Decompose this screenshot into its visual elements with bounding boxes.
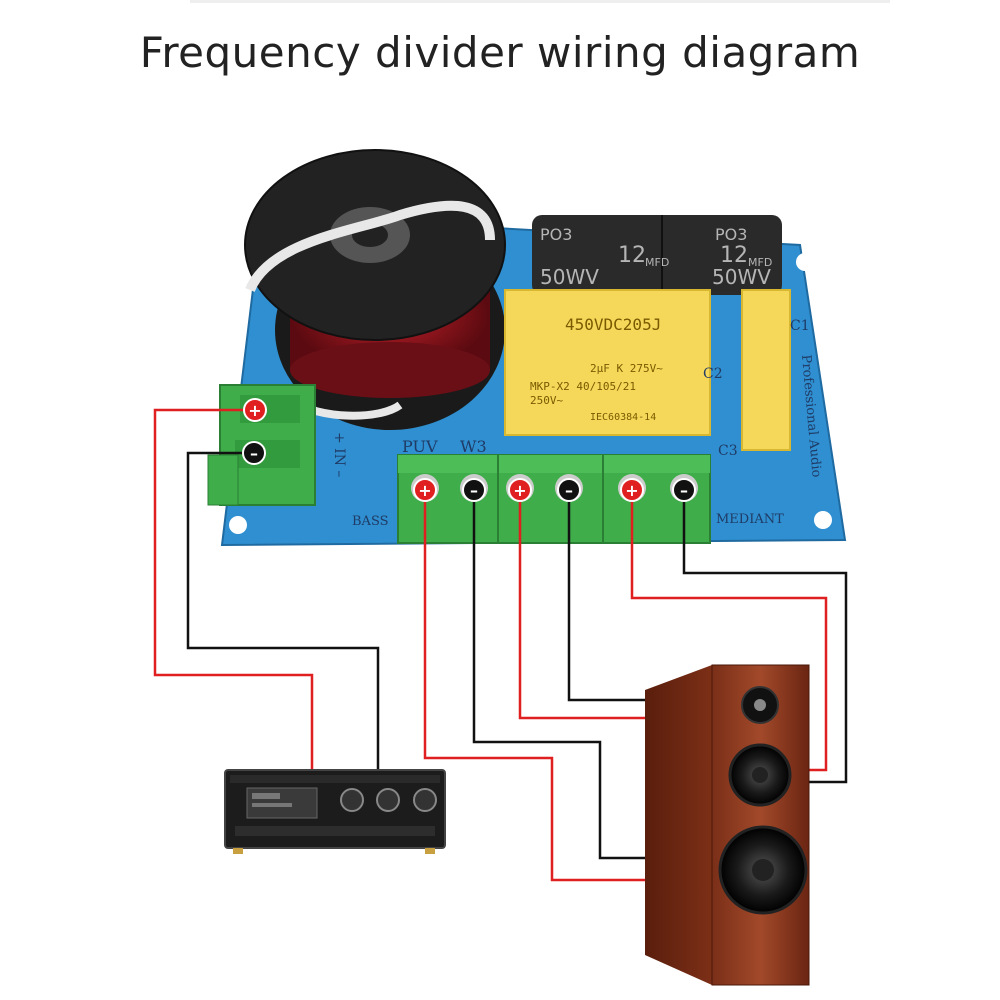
tweeter-minus-glyph: – [565, 481, 573, 500]
wire-amp-positive [153, 408, 314, 772]
woofer-speaker [718, 825, 808, 915]
amp-foot-left [233, 848, 243, 854]
cap-right-line2: 12 [720, 243, 748, 268]
mid-plus-badge: + [620, 478, 644, 502]
bass-minus-badge: – [462, 478, 486, 502]
cap-left-line1: PO3 [540, 225, 572, 244]
cap-left-line3: MFD [645, 256, 669, 269]
mid-minus-badge: – [672, 478, 696, 502]
input-minus-badge: – [242, 441, 266, 465]
cap-right-line4: 50WV [712, 265, 771, 289]
tweeter-minus-badge: – [557, 478, 581, 502]
bass-plus-badge: + [413, 478, 437, 502]
film-line4: 250V~ [530, 394, 563, 407]
bass-plus-glyph: + [418, 481, 431, 500]
label-input: + IN – [331, 432, 347, 477]
label-c1: C1 [790, 318, 810, 334]
cap-left-line2: 12 [618, 243, 646, 268]
label-mediant: MEDIANT [716, 512, 784, 527]
wire-amp-negative [186, 451, 380, 772]
wire-bass-positive [423, 490, 763, 882]
label-c2: C2 [703, 366, 723, 382]
crossover-board: PO3 12 MFD 50WV PO3 12 MFD 50WV 450VDC20… [207, 149, 847, 547]
tweeter-plus-badge: + [508, 478, 532, 502]
input-minus-glyph: – [250, 444, 258, 463]
amp-knob-1 [340, 788, 364, 812]
polarity-badges: + – + – + – + – [242, 398, 696, 502]
film-line5: IEC60384-14 [590, 412, 656, 423]
mount-hole-br [814, 511, 832, 529]
electrolytic-capacitors: PO3 12 MFD 50WV PO3 12 MFD 50WV [532, 215, 782, 295]
film-line2: 2μF K 275V~ [590, 362, 663, 375]
film-capacitor-main: 450VDC205J 2μF K 275V~ MKP-X2 40/105/21 … [504, 289, 711, 436]
mid-minus-glyph: – [680, 481, 688, 500]
bass-minus-glyph: – [470, 481, 478, 500]
output-terminal-block [397, 454, 711, 544]
cap-right-line3: MFD [748, 256, 772, 269]
amp-knob-2 [376, 788, 400, 812]
diagram-title: Frequency divider wiring diagram [139, 28, 861, 77]
mount-hole-tr [796, 253, 814, 271]
input-plus-glyph: + [248, 401, 261, 420]
cap-right-line1: PO3 [715, 225, 747, 244]
amplifier [224, 769, 446, 854]
tweeter-plus-glyph: + [513, 481, 526, 500]
label-bass: BASS [352, 514, 389, 529]
label-w3: W3 [460, 437, 487, 456]
wire-mid-negative [682, 490, 848, 784]
mount-hole-bl [229, 516, 247, 534]
mid-plus-glyph: + [625, 481, 638, 500]
tweeter-speaker [741, 686, 779, 724]
speaker-cabinet [645, 664, 810, 986]
label-puv: PUV [402, 437, 438, 456]
film-line3: MKP-X2 40/105/21 [530, 380, 636, 393]
top-divider-line [190, 0, 890, 3]
amp-foot-right [425, 848, 435, 854]
midrange-speaker [728, 743, 792, 807]
cap-left-line4: 50WV [540, 265, 599, 289]
input-plus-badge: + [243, 398, 267, 422]
label-c3: C3 [718, 443, 738, 459]
inductor-coil [244, 149, 506, 430]
amp-knob-3 [413, 788, 437, 812]
film-line1: 450VDC205J [565, 315, 661, 334]
film-capacitor-side [741, 289, 791, 451]
